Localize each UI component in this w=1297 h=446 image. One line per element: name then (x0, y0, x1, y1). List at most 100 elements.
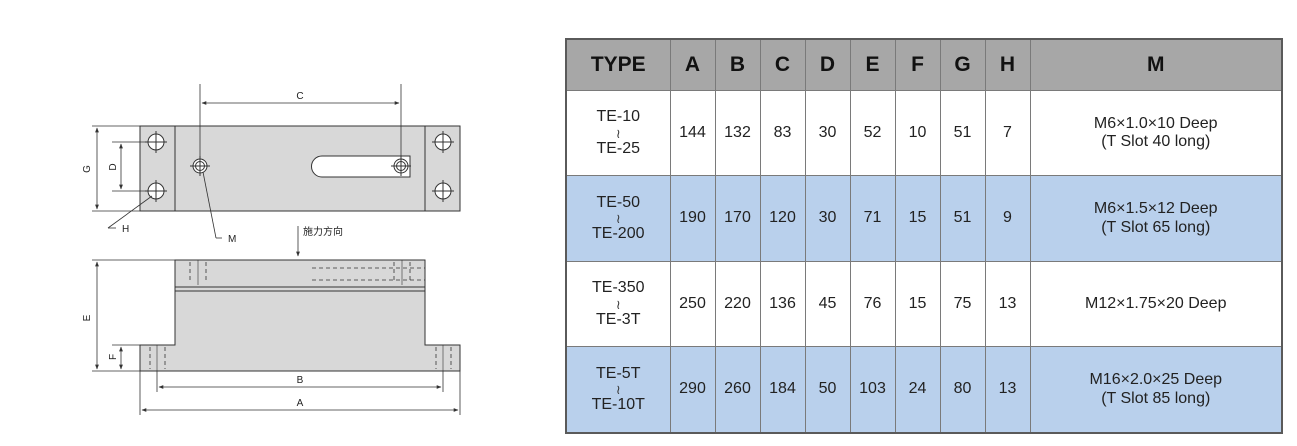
cell-d: 30 (804, 89, 851, 177)
cell-type: TE-5T≀TE-10T (565, 346, 671, 434)
type-end: TE-10T (591, 396, 645, 414)
cell-m: M6×1.0×10 Deep(T Slot 40 long) (1029, 89, 1283, 177)
leader-h (107, 195, 153, 229)
cell-type: TE-10≀TE-25 (565, 89, 671, 177)
cell-f: 10 (894, 89, 941, 177)
m-line-1: M12×1.75×20 Deep (1085, 294, 1227, 312)
cell-b: 170 (714, 175, 761, 262)
t-slot (311, 155, 411, 178)
m-line-1: M6×1.0×10 Deep (1093, 114, 1218, 132)
m-line-1: M16×2.0×25 Deep (1089, 371, 1223, 389)
cell-m: M6×1.5×12 Deep(T Slot 65 long) (1029, 175, 1283, 262)
cell-d: 45 (804, 260, 851, 348)
header-b: B (714, 38, 761, 91)
label-h: H (122, 224, 129, 235)
mounting-hole (432, 180, 454, 202)
label-f: F (108, 354, 119, 360)
cell-a: 144 (669, 89, 716, 177)
range-tilde: ≀ (615, 296, 621, 312)
cell-b: 132 (714, 89, 761, 177)
label-c: C (296, 91, 303, 102)
cell-type: TE-350≀TE-3T (565, 260, 671, 348)
cell-c: 120 (759, 175, 806, 262)
cell-d: 50 (804, 346, 851, 434)
label-e: E (82, 314, 93, 321)
table-row: TE-5T≀TE-10T 290 260 184 50 103 24 80 13… (565, 346, 1283, 434)
type-start: TE-10 (596, 108, 641, 126)
m-line-2: (T Slot 40 long) (1101, 133, 1211, 151)
cell-f: 24 (894, 346, 941, 434)
type-start: TE-5T (596, 364, 641, 382)
header-a: A (669, 38, 716, 91)
header-h: H (984, 38, 1031, 91)
header-f: F (894, 38, 941, 91)
cell-h: 9 (984, 175, 1031, 262)
cell-m: M16×2.0×25 Deep(T Slot 85 long) (1029, 346, 1283, 434)
header-m: M (1029, 38, 1283, 91)
type-start: TE-350 (592, 279, 645, 297)
cell-d: 30 (804, 175, 851, 262)
cell-type: TE-50≀TE-200 (565, 175, 671, 262)
dimension-c (199, 84, 402, 160)
cell-e: 52 (849, 89, 896, 177)
m-line-2: (T Slot 85 long) (1101, 389, 1211, 407)
cell-b: 260 (714, 346, 761, 434)
mounting-hole (432, 131, 454, 153)
front-view (139, 259, 461, 372)
top-view-body (139, 125, 461, 212)
dimension-f (112, 344, 140, 370)
spec-table: TYPE A B C D E F G H M TE-10≀TE-25 144 1… (565, 38, 1283, 434)
cell-h: 13 (984, 260, 1031, 348)
cell-g: 80 (939, 346, 986, 434)
cell-f: 15 (894, 260, 941, 348)
table-row: TE-10≀TE-25 144 132 83 30 52 10 51 7 M6×… (565, 89, 1283, 177)
m-line-2: (T Slot 65 long) (1101, 218, 1211, 236)
cell-b: 220 (714, 260, 761, 348)
cell-a: 290 (669, 346, 716, 434)
cell-e: 71 (849, 175, 896, 262)
label-d: D (108, 163, 119, 170)
dimension-b (156, 371, 444, 392)
label-force-direction: 施力方向 (303, 225, 343, 238)
type-end: TE-3T (596, 310, 641, 328)
header-c: C (759, 38, 806, 91)
m-line-1: M6×1.5×12 Deep (1093, 200, 1218, 218)
top-view (139, 125, 461, 212)
cell-g: 51 (939, 175, 986, 262)
cell-a: 250 (669, 260, 716, 348)
cell-g: 75 (939, 260, 986, 348)
cell-a: 190 (669, 175, 716, 262)
header-type: TYPE (565, 38, 671, 91)
cell-e: 76 (849, 260, 896, 348)
table-row: TE-350≀TE-3T 250 220 136 45 76 15 75 13 … (565, 260, 1283, 348)
header-g: G (939, 38, 986, 91)
cell-g: 51 (939, 89, 986, 177)
cell-e: 103 (849, 346, 896, 434)
cell-c: 184 (759, 346, 806, 434)
table-header-row: TYPE A B C D E F G H M (565, 38, 1283, 91)
range-tilde: ≀ (615, 125, 621, 141)
cell-f: 15 (894, 175, 941, 262)
type-end: TE-25 (596, 139, 641, 157)
cell-c: 83 (759, 89, 806, 177)
dimension-d (112, 141, 148, 192)
label-a: A (297, 398, 304, 409)
dimension-a (139, 371, 461, 415)
label-g: G (82, 165, 93, 173)
leader-m (202, 171, 217, 239)
label-m: M (228, 234, 236, 245)
label-b: B (297, 375, 304, 386)
cell-m: M12×1.75×20 Deep (1029, 260, 1283, 348)
dimension-e (92, 259, 175, 372)
cell-c: 136 (759, 260, 806, 348)
header-d: D (804, 38, 851, 91)
range-tilde: ≀ (615, 211, 621, 227)
cell-h: 13 (984, 346, 1031, 434)
table-row: TE-50≀TE-200 190 170 120 30 71 15 51 9 M… (565, 175, 1283, 262)
technical-drawing: C G D H M 施力方向 (82, 84, 461, 415)
header-e: E (849, 38, 896, 91)
range-tilde: ≀ (615, 382, 621, 398)
type-start: TE-50 (596, 193, 641, 211)
mounting-hole (145, 131, 167, 153)
cell-h: 7 (984, 89, 1031, 177)
